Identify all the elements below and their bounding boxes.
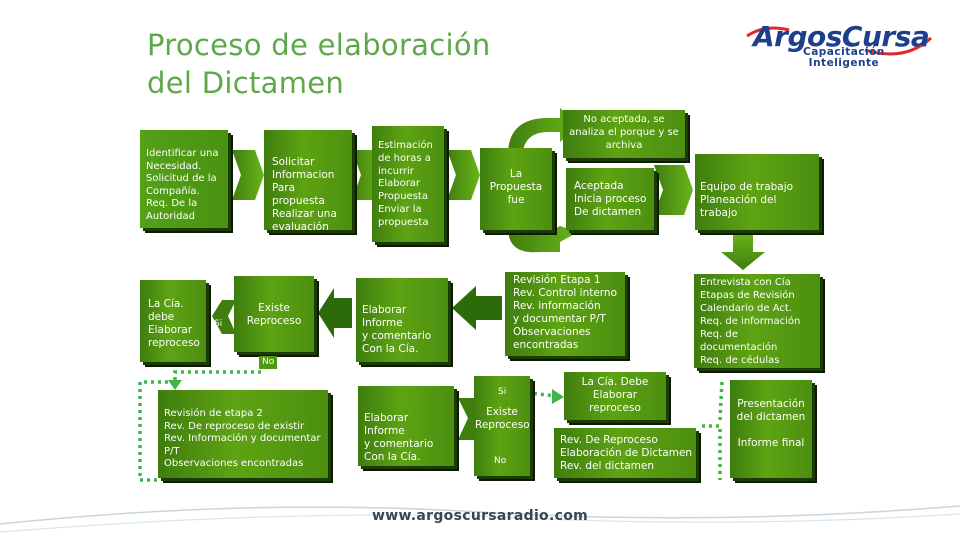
arrow-n11-n12 — [212, 300, 236, 334]
node-presentacion-dictamen: Presentación del dictamen — [730, 380, 812, 478]
argoscursa-logo: ArgosCursa Capacitación Inteligente — [745, 20, 935, 72]
arrow-n7-n8 — [721, 232, 765, 270]
arrow-n1-n2 — [232, 150, 264, 200]
label-no-1: No — [259, 356, 278, 369]
node-estimacion-horas: Estimación de horas a incurrir Elaborar … — [372, 126, 444, 242]
arrow-n10-n11 — [318, 288, 352, 338]
node-existe-reproceso-1: Existe Reproceso — [234, 276, 314, 352]
node-cia-debe-elaborar-reproceso: La Cía. debe Elaborar reproceso — [140, 280, 206, 362]
footer: www.argoscursaradio.com — [0, 494, 960, 540]
logo-tagline: Capacitación Inteligente — [803, 46, 885, 69]
node-entrevista-cia: Entrevista con Cía Etapas de Revisión Ca… — [694, 274, 820, 368]
dotted-left-connector — [138, 380, 168, 482]
dotted-final-connector — [718, 381, 724, 421]
node-revision-etapa-2: Revisión de etapa 2 Rev. De reproceso de… — [158, 390, 328, 478]
node-cia-debe-elaborar-reproceso-2: La Cía. Debe Elaborar reproceso — [564, 372, 666, 420]
node-aceptada: Aceptada Inicia proceso De dictamen — [566, 168, 654, 230]
node-existe-reproceso-2: Existe Reproceso — [474, 376, 530, 476]
label-si-1: Si — [214, 319, 223, 329]
arrow-n3-n4 — [447, 150, 480, 200]
arrow-n4-n5 — [508, 108, 580, 160]
logo-brand: ArgosCursa — [753, 20, 930, 53]
node-elaborar-informe-1: Elaborar Informe y comentario Con la Cía… — [356, 278, 448, 362]
node-rev-reproceso-dictamen: Rev. De Reproceso Elaboración de Dictame… — [554, 428, 696, 478]
node-informe-final: Informe final — [737, 437, 805, 449]
footer-url[interactable]: www.argoscursaradio.com — [371, 508, 588, 524]
node-propuesta-fue: La Propuesta fue — [480, 148, 552, 230]
label-si-2: Si — [498, 387, 507, 397]
arrow-n4-n6 — [508, 226, 578, 253]
node-solicitar-informacion: Solicitar Informacion Para propuesta Rea… — [264, 130, 352, 233]
node-equipo-trabajo: Equipo de trabajo Planeación del trabajo — [695, 154, 819, 230]
node-identificar-necesidad: Identificar una Necesidad. Solicitud de … — [140, 130, 228, 228]
node-no-aceptada: No aceptada, se analiza el porque y se a… — [563, 110, 685, 158]
arrow-n9-n10 — [452, 286, 502, 330]
node-elaborar-informe-2: Elaborar Informe y comentario Con la Cía… — [358, 386, 454, 466]
logo-swoosh-icon — [746, 26, 933, 56]
label-no-2: No — [494, 456, 507, 466]
dotted-right-connector — [702, 424, 722, 480]
footer-wave-icon — [0, 505, 960, 533]
dotted-si-connector — [519, 390, 557, 398]
page-title: Proceso de elaboración del Dictamen — [147, 28, 491, 100]
node-revision-etapa-1: Revisión Etapa 1 Rev. Control interno Re… — [505, 272, 625, 356]
arrow-n6-n7 — [654, 165, 693, 215]
